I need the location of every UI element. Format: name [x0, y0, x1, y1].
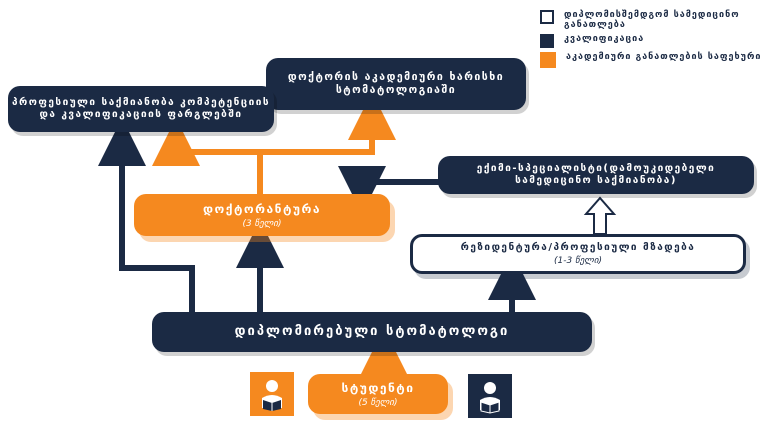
- node-doctorate: დოქტორანტურა (3 წელი): [134, 194, 390, 236]
- node-title: სტუდენტი: [341, 380, 415, 395]
- arrow-residency-to-specialist-hollow: [583, 196, 617, 235]
- legend-item-academic: აკადემიური განათლების საფეხური: [540, 52, 768, 68]
- node-graduate: დიპლომირებული სტომატოლოგი: [152, 312, 592, 352]
- student-reading-icon: [468, 374, 512, 418]
- legend-label: დიპლომისშემდგომ სამედიცინო განათლება: [564, 10, 740, 31]
- node-duration: (1-3 წელი): [553, 256, 603, 267]
- node-residency: რეზიდენტურა/პროფესიული მზადება (1-3 წელი…: [410, 234, 746, 274]
- legend-label: კვალიფიკაცია: [564, 34, 645, 44]
- node-title: დოქტორის აკადემიური ხარისხი სტომატოლოგია…: [287, 70, 505, 96]
- legend-swatch-dark: [540, 34, 554, 48]
- arrow-specialist-to-doctorate: [338, 166, 440, 214]
- node-specialist: ექიმი-სპეციალისტი(დამოუკიდებელი სამედიცი…: [438, 156, 754, 194]
- node-title: დიპლომირებული სტომატოლოგი: [234, 323, 510, 339]
- arrow-doctorate-split: [152, 118, 263, 194]
- node-title: რეზიდენტურა/პროფესიული მზადება: [460, 241, 696, 253]
- legend-item-qualification: კვალიფიკაცია: [540, 34, 768, 48]
- node-doctor-degree: დოქტორის აკადემიური ხარისხი სტომატოლოგია…: [266, 58, 526, 110]
- node-title: პროფესიული საქმიანობა კომპეტენციის და კვ…: [11, 96, 271, 121]
- student-reading-icon: [250, 372, 294, 416]
- legend-swatch-white: [540, 10, 554, 24]
- legend-swatch-orange: [540, 52, 556, 68]
- legend-label: აკადემიური განათლების საფეხური: [566, 52, 762, 62]
- node-duration: (5 წელი): [358, 397, 398, 408]
- node-student: სტუდენტი (5 წელი): [308, 374, 448, 414]
- arrow-graduate-to-competence: [98, 118, 195, 312]
- legend-item-postgraduate: დიპლომისშემდგომ სამედიცინო განათლება: [540, 10, 768, 31]
- node-professional-competence: პროფესიული საქმიანობა კომპეტენციის და კვ…: [8, 86, 274, 132]
- node-title: ექიმი-სპეციალისტი(დამოუკიდებელი სამედიცი…: [476, 162, 716, 187]
- node-title: დოქტორანტურა: [202, 201, 322, 216]
- node-duration: (3 წელი): [242, 218, 282, 229]
